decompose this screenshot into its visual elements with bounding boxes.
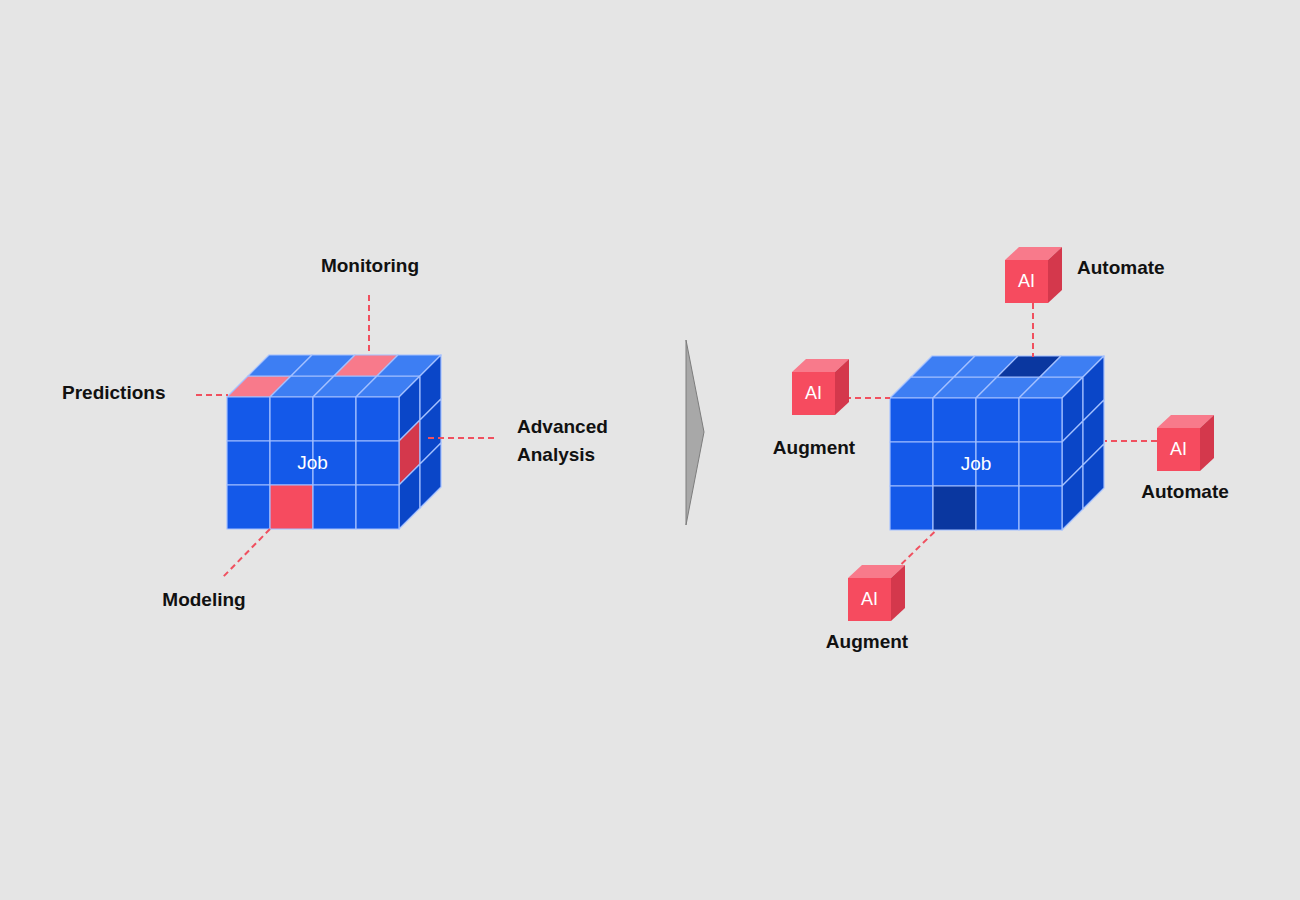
ai-cube: AIAugment: [792, 372, 835, 415]
callout-label: Modeling: [162, 586, 245, 614]
ai-cube: AIAutomate: [1005, 260, 1048, 303]
job-cube-left: [227, 355, 441, 529]
leader-line: [222, 529, 270, 578]
cube-cell: [356, 397, 399, 441]
ai-label: AI: [1170, 439, 1187, 461]
ai-label: AI: [861, 589, 878, 611]
cube-cell: [270, 485, 313, 529]
cube-cell: [356, 485, 399, 529]
cube-cell: [933, 398, 976, 442]
ai-cube: AIAugment: [848, 578, 891, 621]
dashed-connector: [1105, 440, 1157, 442]
cube-cell: [890, 398, 933, 442]
job-cube: Job: [227, 355, 440, 528]
cube-cell: [1083, 444, 1104, 509]
cube-cell: [1019, 486, 1062, 530]
job-cube-right: [890, 356, 1104, 530]
ai-cube-face: [891, 565, 905, 621]
cube-cell: [356, 441, 399, 485]
cube-cell: [976, 398, 1019, 442]
job-label: Job: [297, 451, 328, 474]
job-label: Job: [961, 453, 992, 476]
cube-cell: [933, 486, 976, 530]
ai-cube: AIAutomate: [1157, 428, 1200, 471]
callout-label: Advanced Analysis: [517, 413, 642, 469]
ai-label: AI: [1018, 271, 1035, 293]
leader-line: [196, 394, 228, 396]
ai-cube-face: [835, 359, 849, 415]
leader-line: [428, 437, 497, 439]
cube-cell: [270, 397, 313, 441]
cube-cell: [227, 397, 270, 441]
ai-role-label: Automate: [1141, 481, 1229, 504]
cube-cell: [1062, 465, 1083, 530]
cube-cell: [227, 485, 270, 529]
ai-cube-face: [1048, 247, 1062, 303]
callout-label: Predictions: [62, 379, 165, 407]
dashed-connector: [1032, 303, 1034, 357]
cube-cell: [890, 442, 933, 486]
ai-cube-face: [1200, 415, 1214, 471]
leader-lines: [196, 295, 497, 578]
cube-cell: [890, 486, 933, 530]
cube-cell: [1019, 442, 1062, 486]
cube-cell: [976, 486, 1019, 530]
cube-cell: [399, 464, 420, 529]
ai-role-label: Automate: [1077, 257, 1165, 280]
ai-role-label: Augment: [826, 631, 908, 654]
ai-label: AI: [805, 383, 822, 405]
leader-line: [368, 295, 370, 354]
chevron-arrow: [686, 340, 704, 525]
cube-cell: [313, 485, 356, 529]
cube-cell: [313, 397, 356, 441]
cube-cell: [420, 443, 441, 508]
cube-cell: [1019, 398, 1062, 442]
job-cube: Job: [890, 357, 1105, 530]
callout-label: Monitoring: [321, 252, 419, 280]
ai-role-label: Augment: [773, 437, 855, 460]
cube-cell: [227, 441, 270, 485]
